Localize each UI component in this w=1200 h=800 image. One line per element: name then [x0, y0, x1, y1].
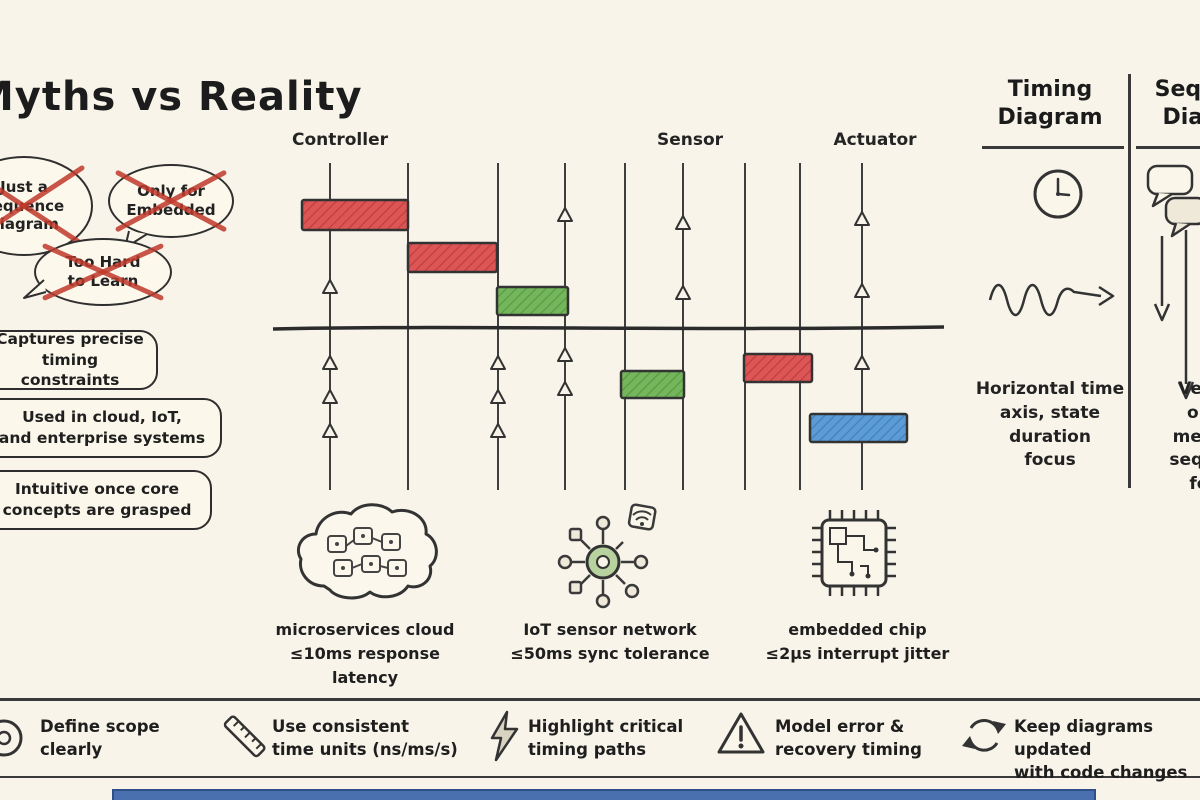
state-bar-blue	[808, 412, 909, 444]
reality-text: Used in cloud, IoT, and enterprise syste…	[0, 408, 206, 447]
warning-icon	[717, 712, 765, 754]
embedded-chip-icon	[812, 510, 896, 596]
footer-top-rule	[0, 698, 1200, 701]
lifeline-label-actuator: Actuator	[833, 130, 917, 150]
down-arrows-icon	[1153, 230, 1195, 400]
heading-underline	[982, 146, 1124, 149]
lifeline-label-controller: Controller	[291, 130, 388, 150]
timing-diagram-heading: Timing Diagram	[997, 77, 1103, 130]
myth-bubble-1: Just a sequence diagram	[0, 156, 93, 256]
iot-network-icon	[557, 503, 657, 609]
tip-text-scope: Define scope clearly	[40, 717, 160, 760]
ruler-icon	[223, 715, 266, 758]
sequence-diagram-heading: Sequence Diagram	[1154, 77, 1200, 130]
bottom-accent-bar	[112, 789, 1096, 800]
tip-text-error: Model error & recovery timing	[775, 717, 922, 760]
state-bar-red	[406, 241, 499, 274]
cross-out-icon	[0, 156, 93, 256]
tip-text-paths: Highlight critical timing paths	[528, 717, 684, 760]
time-axis	[272, 325, 945, 331]
state-bar-red	[300, 198, 410, 232]
cloud-microservices-icon	[296, 503, 438, 600]
state-bar-green	[619, 369, 686, 400]
reality-text: Captures precise timing constraints	[0, 329, 144, 390]
myth-bubble-3: Too Hard to Learn	[23, 238, 172, 306]
myth-bubble-2: Only for Embedded	[108, 164, 234, 249]
panel-divider	[1128, 74, 1131, 488]
heading-underline	[1136, 146, 1200, 149]
page-title: Myths vs Reality	[0, 74, 363, 120]
example-caption-iot: IoT sensor network ≤50ms sync tolerance	[510, 620, 710, 663]
refresh-icon	[962, 718, 1006, 752]
footer-bottom-rule	[0, 776, 1200, 778]
reality-box-3: Intuitive once core concepts are grasped	[0, 470, 212, 530]
reality-box-2: Used in cloud, IoT, and enterprise syste…	[0, 398, 222, 458]
lifeline-label-sensor: Sensor	[656, 130, 724, 150]
example-caption-chip: embedded chip ≤2μs interrupt jitter	[765, 620, 950, 663]
scope-icon	[0, 719, 23, 757]
tip-text-updated: Keep diagrams updated with code changes	[1014, 717, 1188, 783]
state-bars	[300, 198, 909, 444]
clock-icon	[1033, 169, 1083, 219]
waveform-icon	[988, 283, 1115, 317]
bubble-tail	[23, 279, 47, 299]
sequence-diagram-description: Vertical order, message sequence focus	[1169, 379, 1200, 495]
reality-text: Intuitive once core concepts are grasped	[2, 480, 192, 519]
state-bar-red	[742, 352, 814, 384]
tip-text-units: Use consistent time units (ns/ms/s)	[272, 717, 458, 760]
reality-box-1: Captures precise timing constraints	[0, 330, 158, 390]
state-bar-green	[495, 285, 570, 317]
example-caption-cloud: microservices cloud ≤10ms response laten…	[275, 620, 455, 687]
timing-diagram	[272, 163, 945, 490]
chat-bubbles-icon	[1146, 164, 1200, 238]
cross-out-icon	[108, 164, 234, 238]
event-arrows	[322, 207, 870, 438]
lightning-icon	[490, 710, 519, 762]
timing-diagram-description: Horizontal time axis, state duration foc…	[975, 379, 1125, 471]
cross-out-icon	[34, 238, 172, 306]
